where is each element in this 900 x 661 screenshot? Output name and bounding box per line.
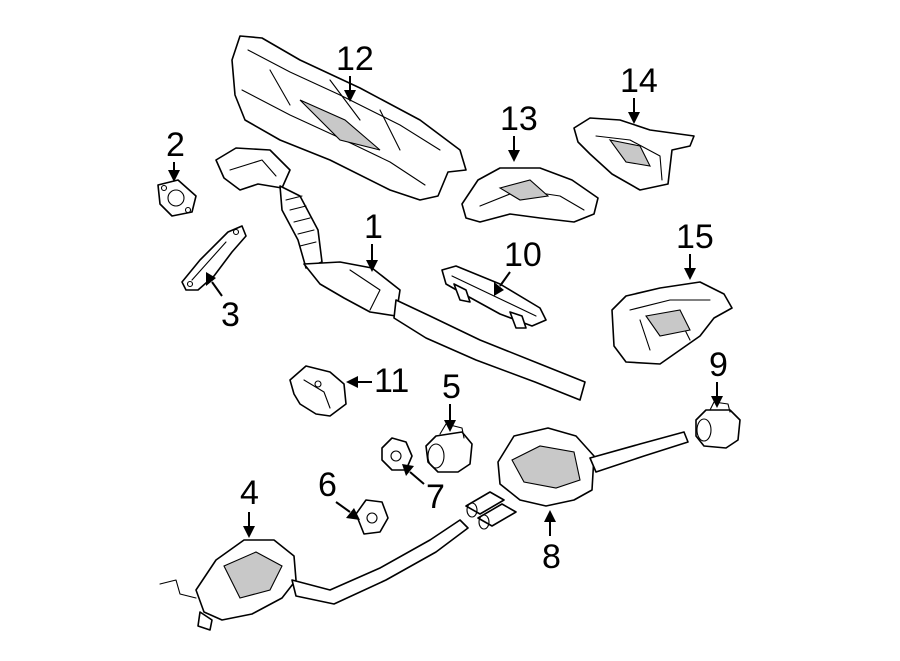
heat-shield-14 xyxy=(573,117,695,191)
arrow-3 xyxy=(206,272,223,297)
gasket-2 xyxy=(157,179,197,217)
heat-shield-12 xyxy=(231,35,467,201)
callout-11: 11 xyxy=(374,362,409,400)
callout-6: 6 xyxy=(318,466,337,504)
arrow-4 xyxy=(243,512,255,538)
clamp-5 xyxy=(425,423,473,473)
arrow-13 xyxy=(508,136,520,162)
arrow-6 xyxy=(335,501,360,520)
arrow-9 xyxy=(711,382,723,408)
callout-4: 4 xyxy=(240,474,259,512)
arrow-15 xyxy=(684,254,696,280)
arrow-8 xyxy=(544,510,556,536)
bracket-3 xyxy=(181,225,247,291)
callout-1: 1 xyxy=(364,208,383,246)
arrow-7 xyxy=(402,464,425,485)
callout-14: 14 xyxy=(620,62,658,100)
hanger-6 xyxy=(355,499,389,535)
arrow-11 xyxy=(346,376,372,388)
callout-10: 10 xyxy=(504,236,542,274)
bracket-rail-10 xyxy=(441,265,547,329)
callout-3: 3 xyxy=(221,296,240,334)
callout-2: 2 xyxy=(166,126,185,164)
arrow-2 xyxy=(168,162,180,182)
arrow-10 xyxy=(494,271,511,296)
arrow-5 xyxy=(444,404,456,432)
callout-labels: 1 2 3 4 5 6 7 8 9 10 11 12 13 14 15 xyxy=(166,40,728,576)
hanger-7 xyxy=(381,437,413,471)
rear-muffler-8 xyxy=(465,427,689,530)
clamp-9 xyxy=(695,401,741,449)
arrow-1 xyxy=(366,244,378,272)
heat-shield-15 xyxy=(611,281,733,365)
bracket-11 xyxy=(289,365,347,417)
callout-5: 5 xyxy=(442,368,461,406)
arrow-12 xyxy=(344,76,356,102)
arrow-14 xyxy=(628,98,640,124)
heat-shield-13 xyxy=(461,167,599,223)
center-muffler-4 xyxy=(159,519,469,631)
callout-15: 15 xyxy=(676,218,714,256)
callout-12: 12 xyxy=(336,40,374,78)
catalytic-converter-1 xyxy=(215,147,586,401)
callout-8: 8 xyxy=(542,538,561,576)
callout-13: 13 xyxy=(500,100,538,138)
callout-7: 7 xyxy=(426,478,445,516)
callout-9: 9 xyxy=(709,346,728,384)
leader-arrows xyxy=(168,76,723,538)
